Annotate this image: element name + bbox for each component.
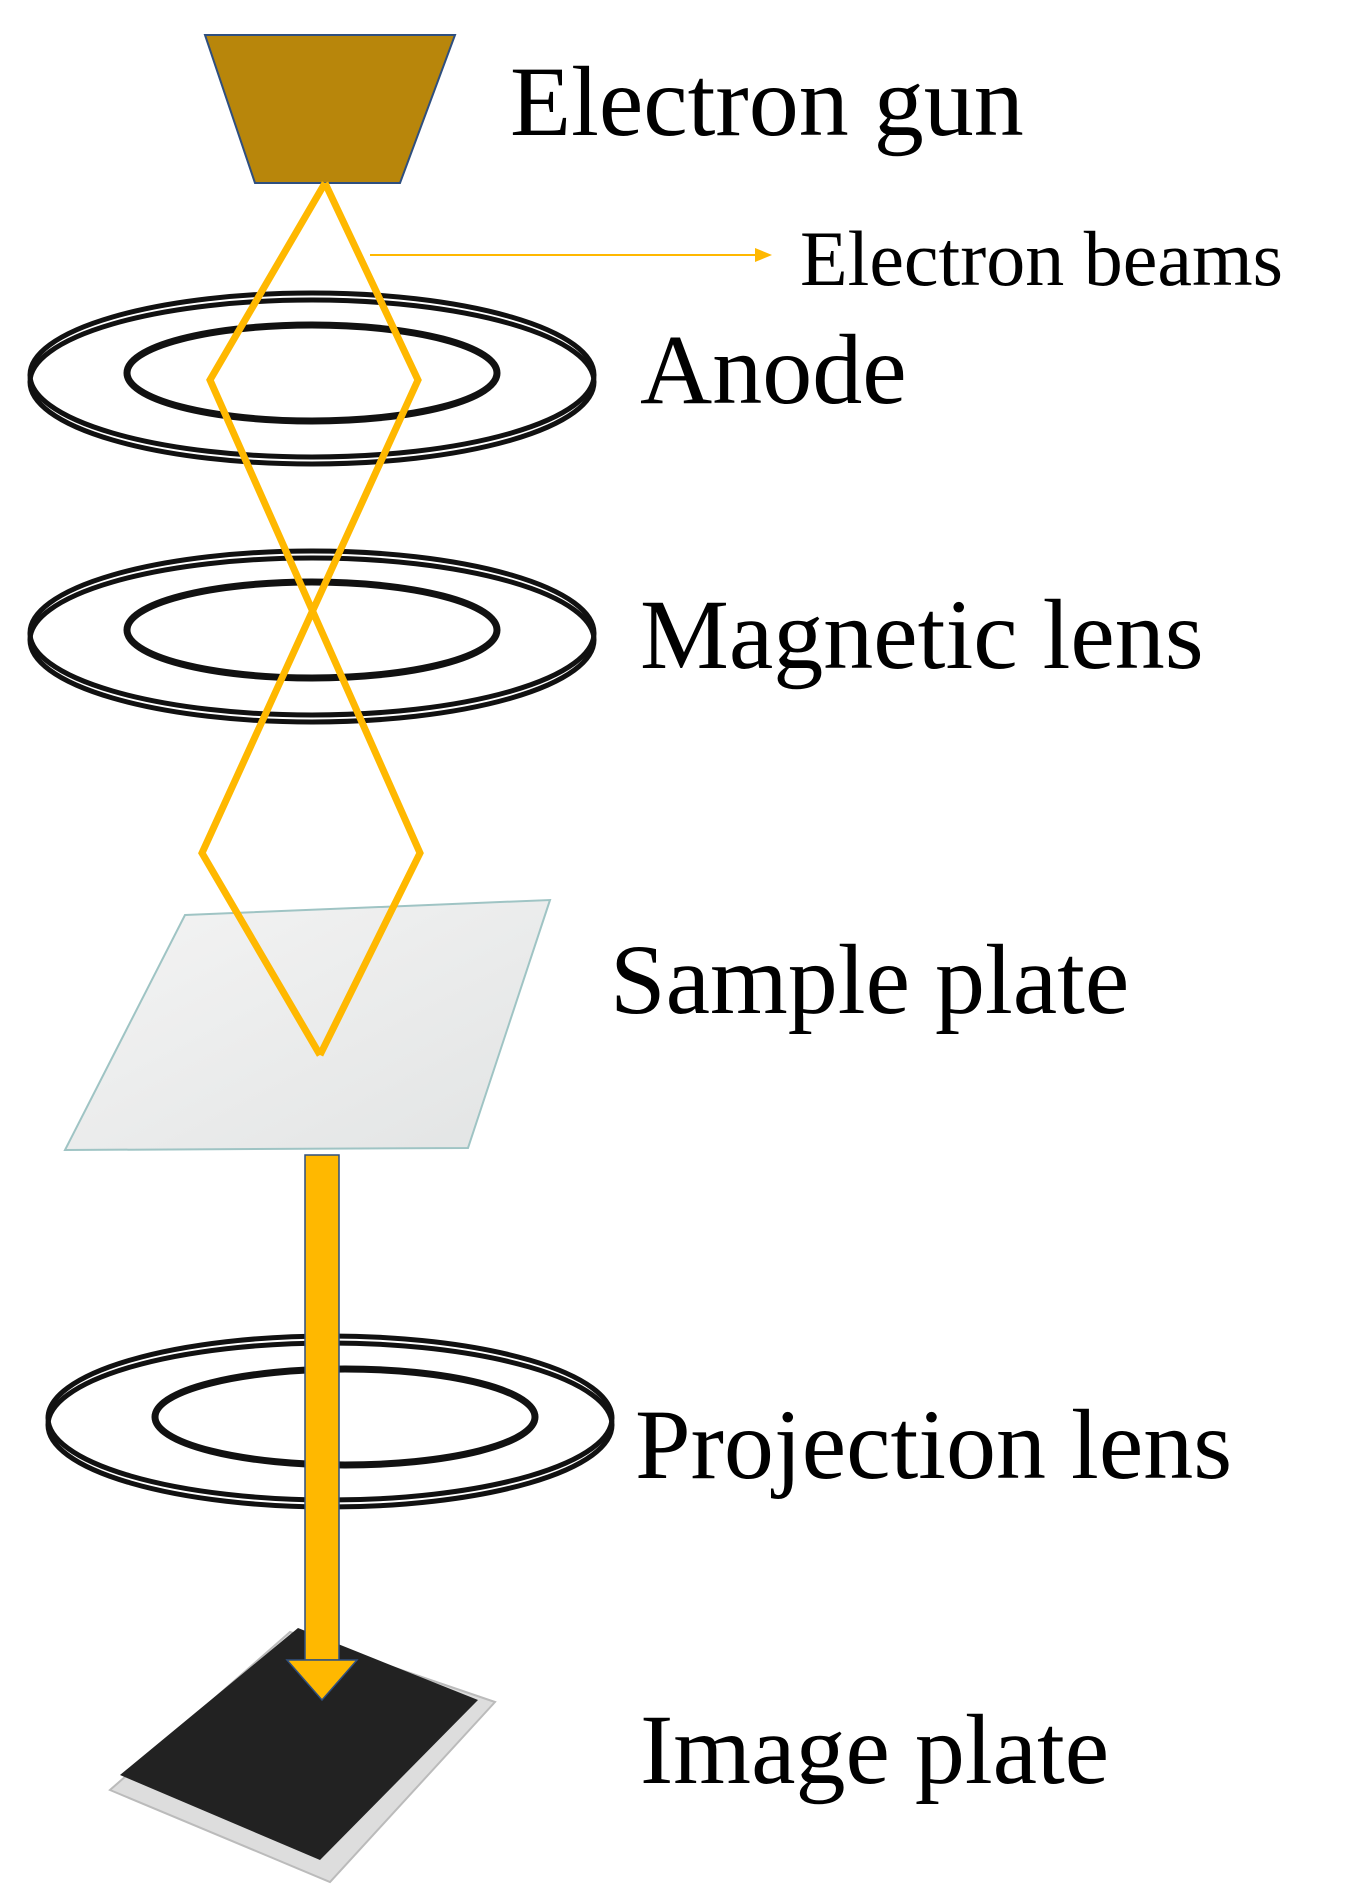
label-projection-lens: Projection lens xyxy=(635,1389,1233,1500)
anode-ring xyxy=(27,290,597,467)
electron-beam-path-2 xyxy=(206,181,424,1057)
arrow-down-icon xyxy=(285,1659,359,1702)
sample-plate-shape xyxy=(63,898,552,1152)
label-magnetic-lens: Magnetic lens xyxy=(640,579,1204,690)
magnetic-lens-ring xyxy=(27,548,597,725)
electron-beam-path xyxy=(198,181,422,1057)
electron-gun-shape xyxy=(203,34,457,184)
image-plate-shape xyxy=(120,1628,478,1860)
label-electron-gun: Electron gun xyxy=(510,46,1024,157)
label-sample-plate: Sample plate xyxy=(610,924,1130,1035)
projected-beam-shaft xyxy=(304,1154,340,1661)
label-anode: Anode xyxy=(640,314,907,425)
label-electron-beams: Electron beams xyxy=(800,215,1283,302)
arrow-right-icon xyxy=(755,248,772,262)
label-image-plate: Image plate xyxy=(640,1694,1110,1805)
